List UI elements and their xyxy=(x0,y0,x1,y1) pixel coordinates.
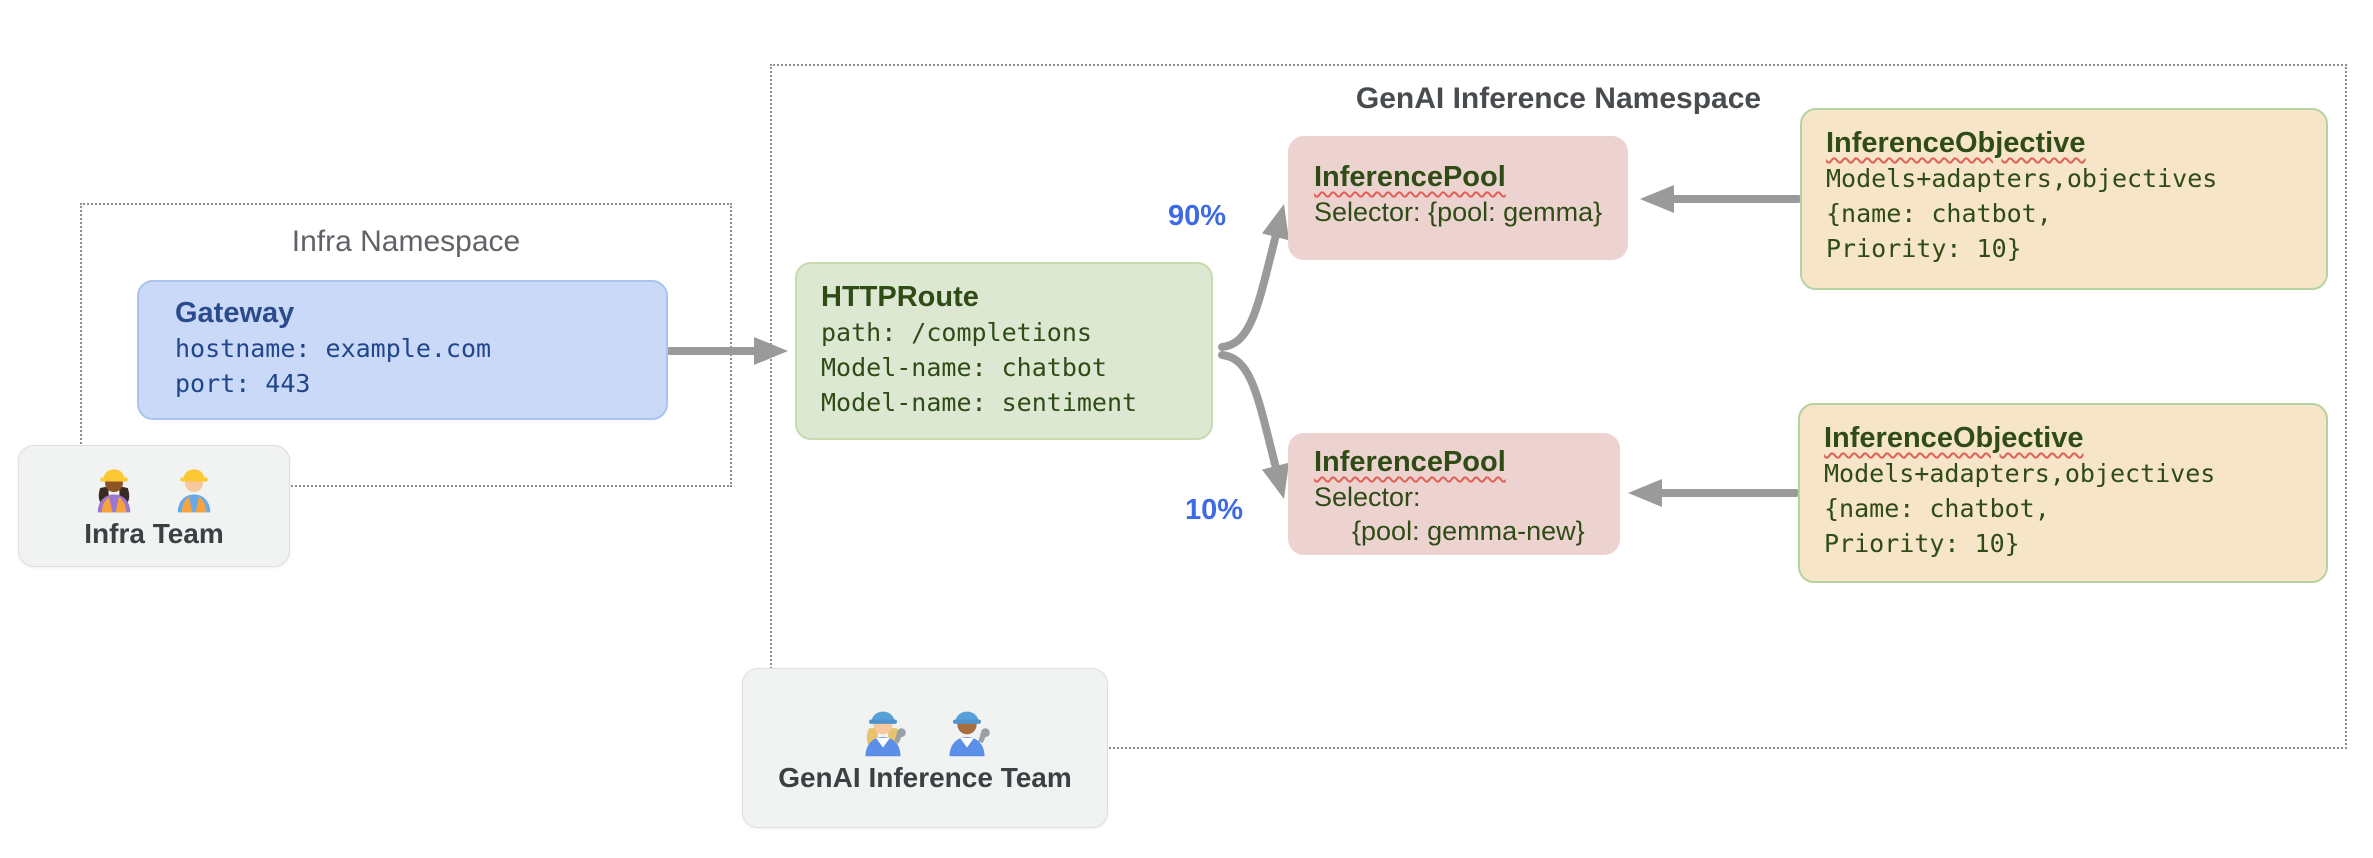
gateway-port-line: port: 443 xyxy=(175,369,311,398)
traffic-percent-90-label: 90% xyxy=(1168,200,1227,232)
man-construction-worker-icon xyxy=(177,469,211,513)
inference-objective-2-box: InferenceObjective Models+adapters,objec… xyxy=(1798,403,2328,583)
objective-1-models-line: Models+adapters,objectives xyxy=(1826,164,2218,193)
gateway-hostname-line: hostname: example.com xyxy=(175,334,492,363)
httproute-box: HTTPRoute path: /completions Model-name:… xyxy=(795,262,1213,440)
inference-pool-2-selector-value-line: {pool: gemma-new} xyxy=(1352,516,1585,546)
genai-team-label: GenAI Inference Team xyxy=(778,762,1072,793)
inference-pool-1-box: InferencePool Selector: {pool: gemma} xyxy=(1288,136,1628,260)
inference-objective-1-box: InferenceObjective Models+adapters,objec… xyxy=(1800,108,2328,290)
objective-1-priority-line: Priority: 10} xyxy=(1826,234,2022,263)
inference-pool-1-selector-line: Selector: {pool: gemma} xyxy=(1314,197,1603,227)
objective-1-name-line: {name: chatbot, xyxy=(1826,199,2052,228)
genai-namespace-label: GenAI Inference Namespace xyxy=(1355,82,1762,115)
infra-namespace-box: Infra Namespace xyxy=(80,203,732,487)
gateway-box: Gateway hostname: example.com port: 443 xyxy=(137,280,668,420)
objective-2-name-line: {name: chatbot, xyxy=(1824,494,2050,523)
httproute-title: HTTPRoute xyxy=(821,281,979,313)
inference-pool-2-selector-line: Selector: xyxy=(1314,482,1421,512)
man-mechanic-icon xyxy=(949,711,990,757)
genai-team-card: GenAI Inference Team xyxy=(742,668,1108,828)
infra-team-card: Infra Team xyxy=(18,445,290,567)
traffic-percent-10-label: 10% xyxy=(1185,494,1244,526)
httproute-model-sentiment-line: Model-name: sentiment xyxy=(821,388,1138,417)
infra-team-label: Infra Team xyxy=(84,518,224,549)
infra-namespace-label: Infra Namespace xyxy=(291,225,521,258)
inference-objective-2-title: InferenceObjective xyxy=(1824,422,2084,454)
gateway-title: Gateway xyxy=(175,297,295,329)
objective-2-models-line: Models+adapters,objectives xyxy=(1824,459,2216,488)
genai-namespace-box: GenAI Inference Namespace xyxy=(770,64,2347,749)
inference-pool-2-box: InferencePool Selector: {pool: gemma-new… xyxy=(1288,433,1620,555)
httproute-model-chatbot-line: Model-name: chatbot xyxy=(821,353,1107,382)
objective-2-priority-line: Priority: 10} xyxy=(1824,529,2020,558)
httproute-path-line: path: /completions xyxy=(821,318,1092,347)
inference-pool-1-title: InferencePool xyxy=(1314,161,1506,193)
woman-construction-worker-icon xyxy=(97,469,131,513)
inference-pool-2-title: InferencePool xyxy=(1314,446,1506,478)
woman-mechanic-icon xyxy=(865,711,906,757)
inference-objective-1-title: InferenceObjective xyxy=(1826,127,2086,159)
